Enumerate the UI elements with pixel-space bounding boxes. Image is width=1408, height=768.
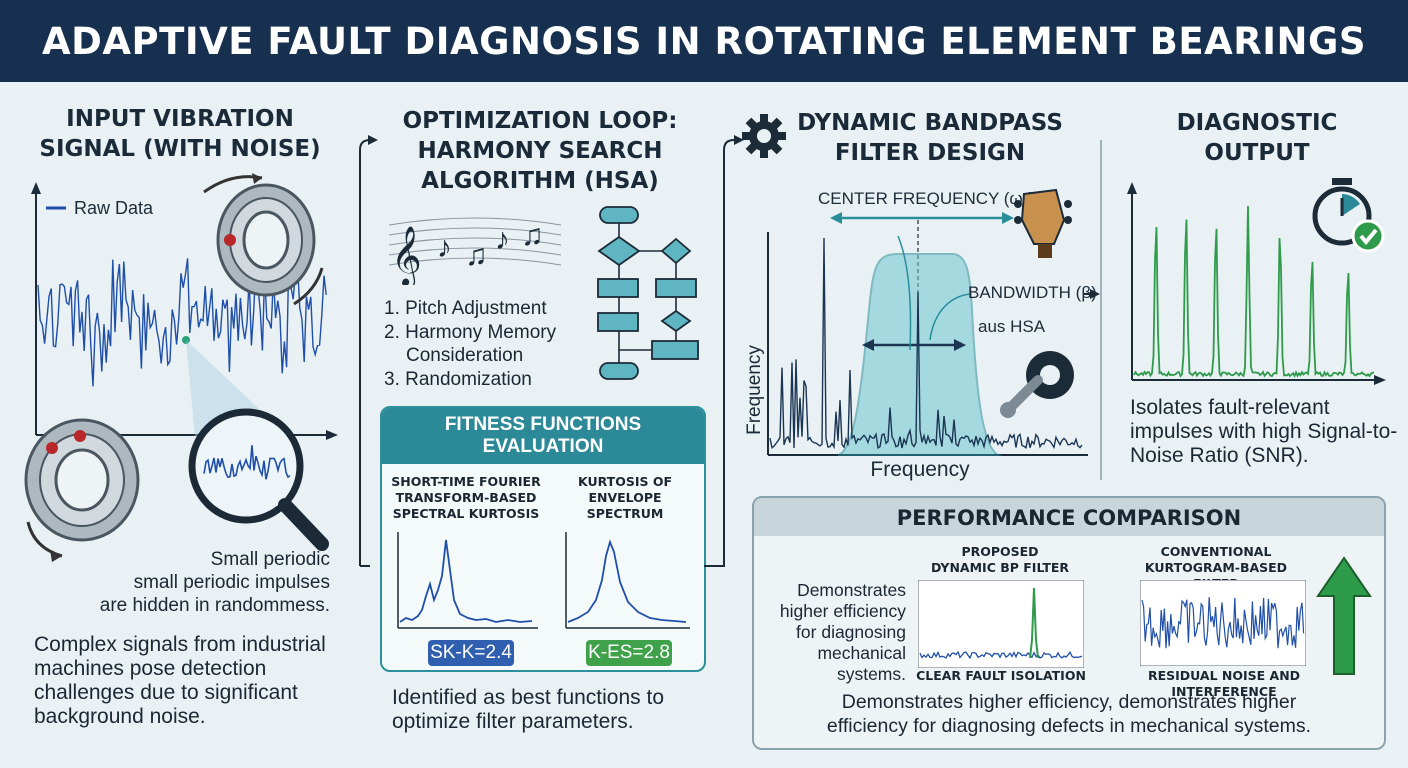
y-axis-arrowhead — [31, 182, 41, 194]
hsa-step: Consideration — [406, 345, 524, 366]
wrench-gear-icon — [1000, 351, 1074, 418]
performance-panel: PERFORMANCE COMPARISON Demonstrates high… — [752, 496, 1386, 750]
flowchart-icon — [597, 206, 699, 380]
zoom-point — [182, 336, 190, 344]
output-title: DIAGNOSTIC OUTPUT — [1176, 110, 1338, 166]
spectrum-trace — [769, 237, 1083, 450]
performance-left-text: Demonstrates higher efficiency for diagn… — [779, 580, 906, 684]
kes-badge: K-ES=2.8 — [586, 640, 672, 666]
fitness-plots — [397, 532, 690, 629]
svg-text:𝄞: 𝄞 — [391, 226, 422, 285]
proposed-baseline-trace — [919, 650, 1083, 660]
passband-window — [837, 253, 1002, 456]
svg-text:♫: ♫ — [465, 239, 488, 272]
proposed-caption: CLEAR FAULT ISOLATION — [916, 668, 1086, 683]
gear-icon — [742, 114, 786, 158]
svg-text:♪: ♪ — [437, 231, 452, 264]
connector-arrow — [359, 135, 378, 567]
fault-peak — [1029, 587, 1039, 659]
conventional-filter-plot — [1140, 580, 1306, 666]
bearing-icon — [24, 418, 140, 562]
input-caption: Small periodic small periodic impulses a… — [99, 549, 330, 616]
connector-arrow — [704, 135, 744, 567]
svg-text:♫: ♫ — [521, 219, 544, 252]
fitness-panel-header: FITNESS FUNCTIONS EVALUATION — [382, 408, 704, 464]
output-description: Isolates fault-relevant impulses with hi… — [1130, 396, 1398, 467]
filter-x-label: Frequency — [870, 458, 970, 481]
envelope-kurtosis-label: KURTOSIS OF ENVELOPE SPECTRUM — [577, 474, 672, 521]
input-title: INPUT VIBRATION SIGNAL (WITH NOISE) — [39, 106, 321, 162]
proposed-filter-label: PROPOSED DYNAMIC BP FILTER — [930, 544, 1070, 575]
filter-title: DYNAMIC BANDPASS FILTER DESIGN — [797, 110, 1063, 166]
hsa-step: 1. Pitch Adjustment — [384, 298, 547, 319]
fitness-panel: FITNESS FUNCTIONS EVALUATION SHORT-TIME … — [380, 406, 706, 672]
bandwidth-label: BANDWIDTH (β) — [968, 283, 1097, 302]
hsa-step: 2. Harmony Memory — [384, 321, 557, 343]
bearing-icon — [203, 173, 324, 306]
hsa-step: 3. Randomization — [384, 368, 532, 390]
page-header: ADAPTIVE FAULT DIAGNOSIS IN ROTATING ELE… — [0, 0, 1408, 82]
stopwatch-check-icon — [1312, 178, 1385, 253]
filter-figure: CENTER FREQUENCY (ωc) Frequency BANDWIDT… — [744, 188, 1100, 456]
kes-curve — [567, 539, 687, 623]
x-axis-arrowhead — [326, 430, 338, 440]
hsa-steps: 1. Pitch Adjustment 2. Harmony Memory Co… — [384, 297, 584, 391]
raw-signal-trace — [37, 258, 327, 387]
conventional-caption: RESIDUAL NOISE AND INTERFERENCE — [1147, 668, 1301, 699]
conventional-noise-trace — [1141, 597, 1305, 649]
legend-label: Raw Data — [74, 198, 154, 218]
svg-text:♪: ♪ — [495, 223, 510, 256]
fitness-footer: Identified as best functions to optimize… — [392, 686, 665, 733]
magnifier-icon — [188, 408, 329, 551]
column-divider — [1100, 140, 1102, 480]
performance-footer: Demonstrates higher efficiency, demonstr… — [826, 691, 1312, 737]
up-arrow-icon — [1316, 556, 1372, 675]
hsa-title: OPTIMIZATION LOOP: HARMONY SEARCH ALGORI… — [402, 108, 678, 194]
music-notes-icon: 𝄞 ♪ ♫ ♪ ♫ — [388, 217, 562, 285]
output-impulse-trace — [1133, 205, 1375, 378]
stft-sk-label: SHORT-TIME FOURIER TRANSFORM-BASED SPECT… — [391, 474, 541, 521]
center-frequency-label: CENTER FREQUENCY (ωc) — [818, 189, 1034, 211]
performance-title: PERFORMANCE COMPARISON — [754, 498, 1384, 536]
sk-badge: SK-K=2.4 — [428, 640, 514, 666]
sk-curve — [399, 539, 533, 623]
input-description: Complex signals from industrial machines… — [34, 633, 326, 728]
output-figure — [1127, 182, 1386, 385]
guitar-headstock-icon — [1014, 188, 1072, 258]
filter-y-label: Frequency — [744, 345, 765, 435]
page-title: ADAPTIVE FAULT DIAGNOSIS IN ROTATING ELE… — [42, 19, 1366, 63]
from-hsa-label: aus HSA — [978, 317, 1046, 336]
input-signal-figure: Raw Data — [24, 173, 338, 562]
proposed-filter-plot — [918, 580, 1084, 668]
